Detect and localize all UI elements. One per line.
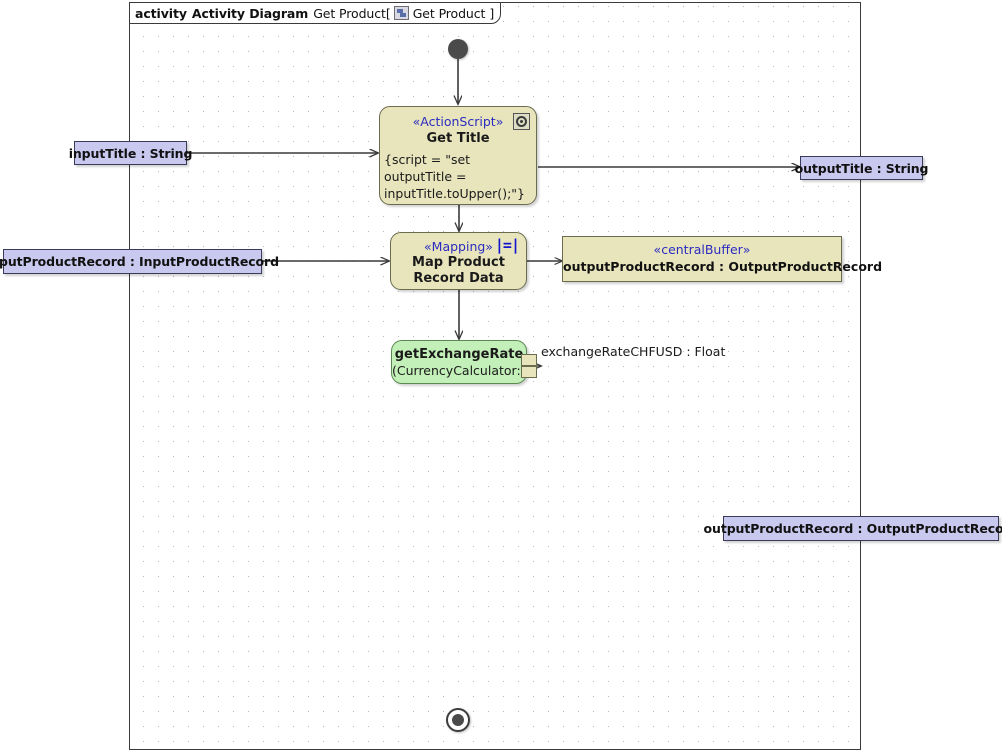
central-buffer-stereotype: «centralBuffer» — [653, 242, 751, 257]
action-node-get-title[interactable]: «ActionScript» Get Title {script = "set … — [379, 106, 537, 205]
central-buffer-node[interactable]: «centralBuffer» outputProductRecord : Ou… — [562, 236, 883, 282]
output-title-label: outputTitle : String — [794, 160, 929, 176]
get-title-script-line-2: outputTitle = — [384, 169, 467, 184]
get-title-script-line-1: {script = "set — [384, 152, 471, 167]
get-title-script-line-3: inputTitle.toUpper();"} — [384, 186, 525, 201]
diagram-icon — [393, 6, 409, 20]
output-pin-exchange-rate-lower[interactable] — [521, 366, 537, 378]
map-product-name-line-1: Map Product — [412, 255, 505, 270]
activity-parameter-output-product-record[interactable]: outputProductRecord : OutputProductRecor… — [704, 516, 1002, 541]
get-title-name: Get Title — [426, 131, 490, 146]
output-pin-label-exchange-rate: exchangeRateCHFUSD : Float — [541, 344, 726, 359]
input-product-record-label: inputProductRecord : InputProductRecord — [0, 254, 279, 269]
mapping-icon[interactable]: |=| — [494, 236, 520, 254]
gear-icon[interactable] — [513, 113, 530, 130]
input-title-label: inputTitle : String — [68, 145, 193, 161]
action-node-map-product-record-data[interactable]: «Mapping» Map Product Record Data |=| — [390, 232, 527, 290]
output-pin-exchange-rate[interactable] — [521, 354, 537, 366]
activity-parameter-input-title[interactable]: inputTitle : String — [69, 141, 192, 165]
output-product-record-label: outputProductRecord : OutputProductRecor… — [703, 521, 1002, 536]
map-product-name-line-2: Record Data — [413, 271, 504, 286]
activity-parameter-input-product-record[interactable]: inputProductRecord : InputProductRecord — [0, 249, 279, 274]
frame-kind-label: activity — [135, 5, 187, 21]
call-behavior-action-get-exchange-rate[interactable]: getExchangeRate (CurrencyCalculator::) — [391, 340, 530, 384]
diagram-frame-header: activity Activity Diagram Get Product [ … — [129, 2, 502, 24]
get-exchange-rate-sub: (CurrencyCalculator::) — [392, 363, 530, 378]
frame-name-label: Get Product — [313, 5, 386, 21]
get-title-stereotype: «ActionScript» — [412, 114, 504, 129]
activity-final-node[interactable] — [446, 708, 470, 732]
initial-node[interactable] — [448, 39, 468, 59]
activity-parameter-output-title[interactable]: outputTitle : String — [795, 156, 929, 180]
frame-type-label: Activity Diagram — [191, 5, 309, 21]
frame-bracket-open: [ — [385, 5, 391, 21]
map-product-stereotype: «Mapping» — [424, 239, 493, 254]
frame-bracket-close: ] — [489, 5, 495, 21]
frame-context-label: Get Product — [412, 5, 486, 21]
central-buffer-label: outputProductRecord : OutputProductRecor… — [563, 259, 883, 274]
get-exchange-rate-name: getExchangeRate — [394, 347, 524, 362]
